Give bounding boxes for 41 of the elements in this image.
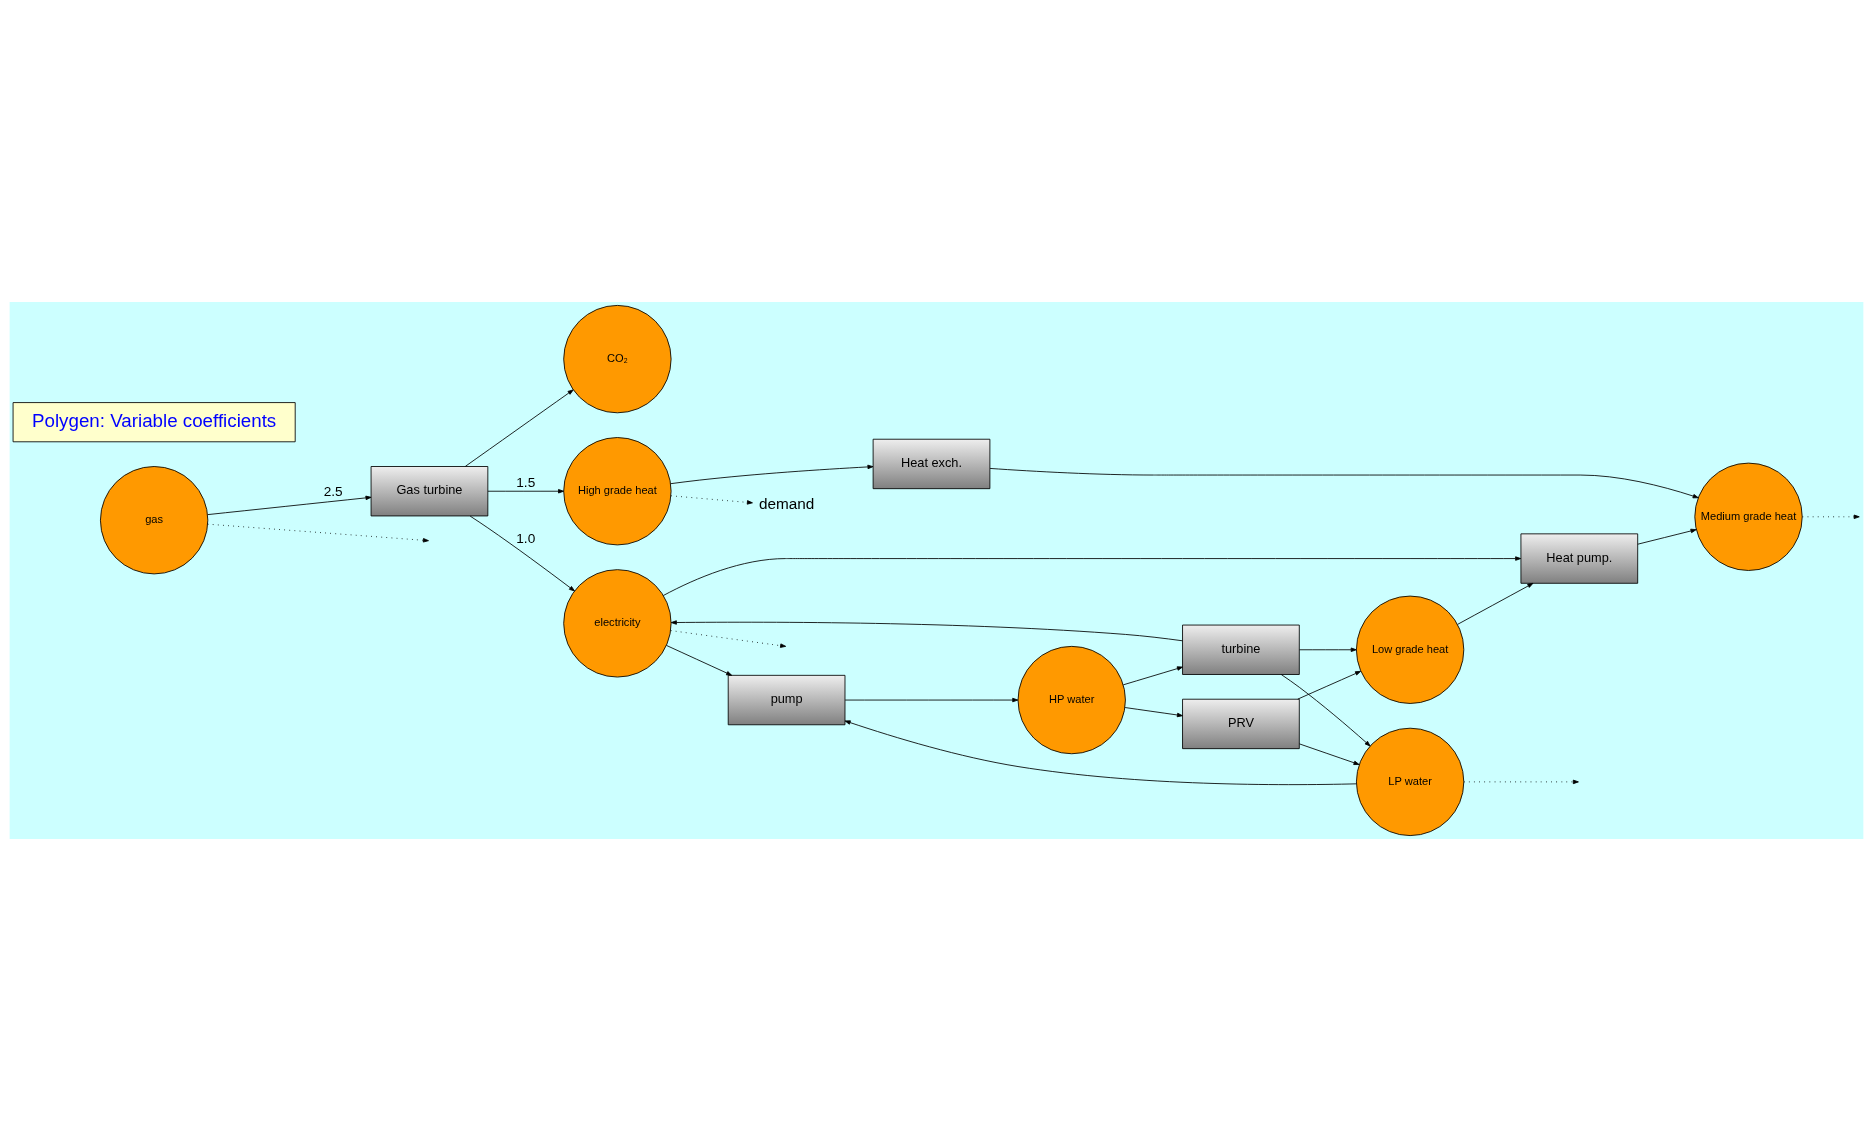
node-box: Heat pump. <box>1520 533 1639 584</box>
arrow <box>1124 707 1183 718</box>
arrow <box>1463 779 1579 785</box>
edge-label: 1.0 <box>516 531 536 547</box>
node-box: PRV <box>1182 698 1300 750</box>
arrow <box>844 697 1019 703</box>
arrow <box>207 523 429 543</box>
arrow <box>1637 528 1697 545</box>
arrow <box>1299 743 1360 765</box>
arrow <box>989 468 1699 499</box>
node-text: demand <box>758 495 815 513</box>
arrow <box>1457 582 1534 625</box>
arrow <box>207 495 372 516</box>
arrow <box>670 464 874 485</box>
node-box: Polygen: Variable coefficients <box>12 402 296 443</box>
arrow <box>670 620 1183 642</box>
node-circle: electricity <box>563 569 672 678</box>
arrow <box>464 389 574 467</box>
node-circle: HP water <box>1017 645 1126 755</box>
arrow <box>666 645 733 676</box>
edge-label: 1.5 <box>516 474 536 490</box>
arrow <box>1299 647 1357 652</box>
node-circle: CO₂ <box>563 305 672 414</box>
node-box: Gas turbine <box>370 466 489 517</box>
arrow <box>1122 666 1183 686</box>
node-circle: LP water <box>1356 727 1465 836</box>
arrow <box>670 495 753 505</box>
node-circle: gas <box>100 466 209 575</box>
arrow <box>844 720 1357 786</box>
arrow <box>670 630 787 648</box>
node-box: pump <box>727 674 846 726</box>
arrow <box>469 515 575 592</box>
arrow <box>1802 514 1860 519</box>
node-circle: High grade heat <box>563 437 672 546</box>
arrow <box>487 489 565 494</box>
edge-label: 2.5 <box>323 484 343 500</box>
arrow <box>1297 670 1362 700</box>
arrow <box>1280 674 1371 747</box>
arrow <box>662 556 1522 596</box>
node-box: turbine <box>1182 624 1300 675</box>
node-box: Heat exch. <box>872 438 991 490</box>
